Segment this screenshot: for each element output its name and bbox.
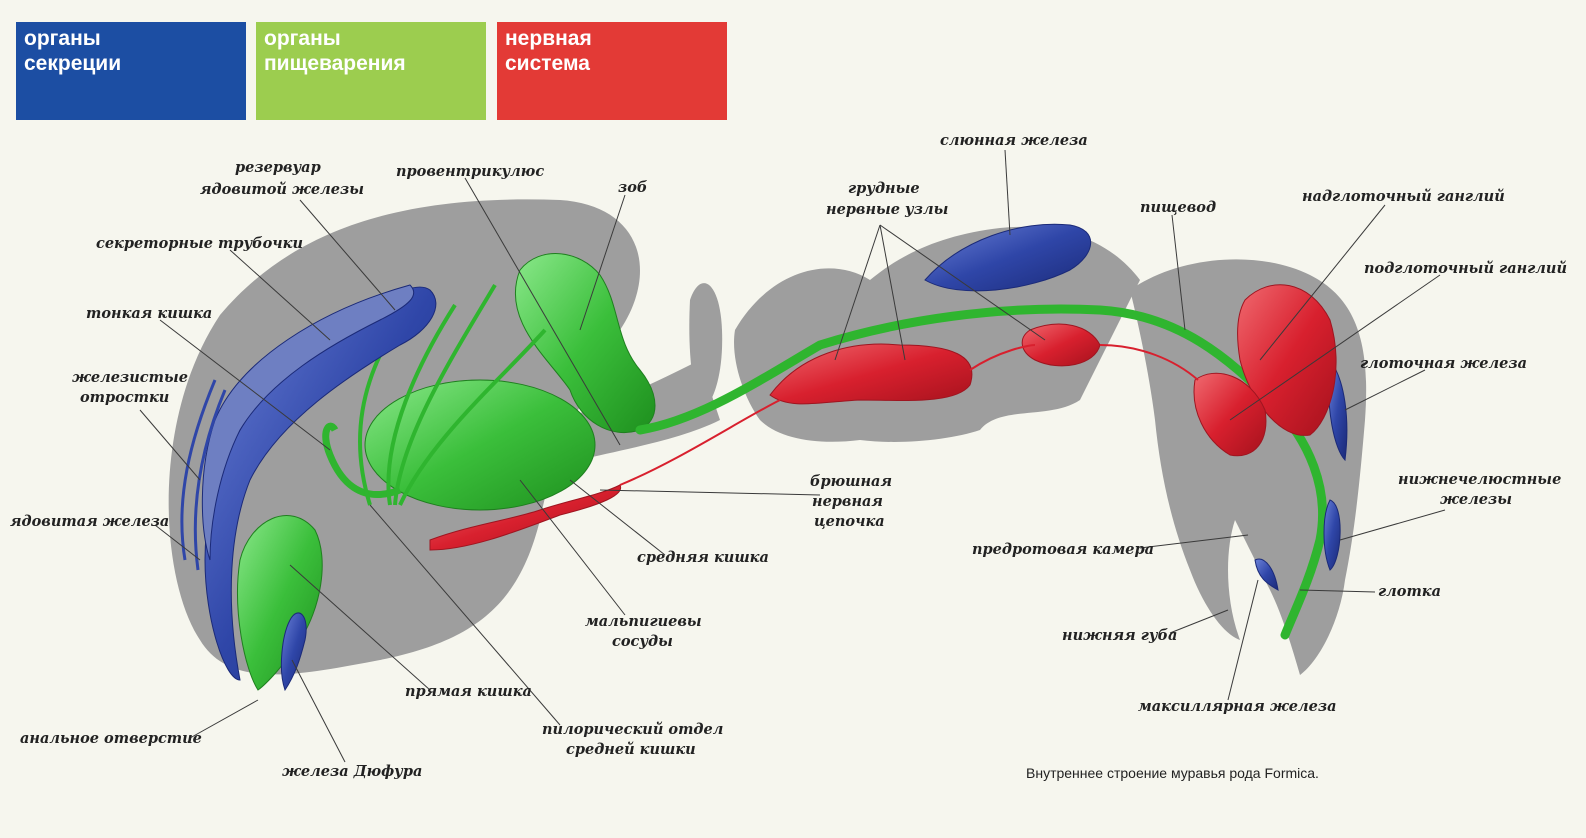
label-venom-reservoir-2: ядовитой железы xyxy=(200,181,364,198)
label-pyloric-1: пилорический отдел xyxy=(542,721,723,738)
label-mandibular-2: железы xyxy=(1440,491,1512,508)
nervous-system xyxy=(429,284,1337,551)
leader-thoracic-c xyxy=(879,224,1046,341)
legend-digestion-line1: органы xyxy=(264,27,341,50)
malpighian-tubule-1 xyxy=(386,303,457,506)
label-preoral-chamber: предротовая камера xyxy=(972,541,1154,558)
legend-secretion-line2: секреции xyxy=(24,52,122,75)
leader-proventriculus xyxy=(464,177,621,446)
malpighian-tubule-3 xyxy=(398,328,547,506)
leader-malpighian xyxy=(519,479,626,616)
subesophageal-lower-shape xyxy=(1193,372,1267,457)
label-ventral-cord-2: нервная xyxy=(812,493,883,510)
label-rectum: прямая кишка xyxy=(405,683,532,700)
label-venom-reservoir-1: резервуар xyxy=(235,159,321,176)
leader-small-intestine xyxy=(159,319,331,451)
legend-secretion-line1: органы xyxy=(24,27,101,50)
esophagus-tube xyxy=(635,304,1328,640)
body-silhouette xyxy=(168,199,1367,675)
leader-salivary xyxy=(1004,149,1011,236)
legend-secretion: органы секреции xyxy=(16,22,246,120)
legend-digestion-line2: пищеварения xyxy=(264,52,406,75)
secretion-organs xyxy=(180,223,1348,692)
crop-shape xyxy=(514,253,656,434)
digestive-system xyxy=(237,253,1328,691)
leader-pharyngeal xyxy=(1344,369,1426,411)
hindgut-tube xyxy=(322,422,402,498)
legend-nervous: нервная система xyxy=(497,22,727,120)
label-ventral-cord-1: брюшная xyxy=(810,473,892,490)
thoracic-ganglia-shape xyxy=(769,343,973,405)
leader-mandibular xyxy=(1339,509,1446,541)
label-glandular-processes-2: отростки xyxy=(80,389,169,406)
label-ventral-cord-3: цепочка xyxy=(814,513,885,530)
label-crop: зоб xyxy=(618,179,648,196)
leader-venom-reservoir xyxy=(299,199,396,311)
leader-preoral xyxy=(1139,534,1249,549)
label-supraesophageal: надглоточный ганглий xyxy=(1302,188,1505,205)
label-pharyngeal-gland: глоточная железа xyxy=(1360,355,1527,372)
label-pharynx: глотка xyxy=(1378,583,1441,600)
label-dufour-gland: железа Дюфура xyxy=(282,763,422,780)
malpighian-tubule-2 xyxy=(393,283,497,506)
label-esophagus: пищевод xyxy=(1140,199,1216,216)
label-glandular-processes-1: железистые xyxy=(72,369,188,386)
label-lower-lip: нижняя губа xyxy=(1062,627,1177,644)
nerve-cord-line xyxy=(619,344,1199,486)
leader-supraesophageal xyxy=(1259,204,1386,361)
leader-dufour xyxy=(291,659,346,763)
leader-esophagus xyxy=(1171,214,1186,331)
leader-pyloric xyxy=(369,504,561,726)
leader-pharynx xyxy=(1299,589,1376,593)
leader-subesophageal xyxy=(1229,274,1441,421)
leader-maxillary xyxy=(1227,579,1259,701)
leader-venom-gland xyxy=(154,524,201,561)
label-maxillary-gland: максиллярная железа xyxy=(1138,698,1336,715)
label-thoracic-ganglia-2: нервные узлы xyxy=(826,201,948,218)
secretory-tubules-shape xyxy=(201,284,415,561)
legend-nervous-line1: нервная xyxy=(505,27,592,50)
leader-anus xyxy=(189,699,259,739)
maxillary-gland-shape xyxy=(1254,558,1279,591)
leader-secretory-tubules xyxy=(229,249,331,341)
leader-thoracic-a xyxy=(834,224,881,361)
leader-ventral-cord xyxy=(599,489,821,496)
salivary-gland-shape xyxy=(924,223,1092,292)
petiole-node xyxy=(689,283,723,410)
legend-digestion: органы пищеварения xyxy=(256,22,486,120)
label-venom-gland: ядовитая железа xyxy=(10,513,169,530)
legend-nervous-line2: система xyxy=(505,52,590,75)
labels: резервуар ядовитой железы секреторные тр… xyxy=(10,132,1567,780)
leader-lines xyxy=(139,149,1446,763)
label-anus: анальное отверстие xyxy=(20,730,202,747)
label-secretory-tubules: секреторные трубочки xyxy=(96,235,303,252)
label-malpighian-2: сосуды xyxy=(612,633,673,650)
label-thoracic-ganglia-1: грудные xyxy=(848,180,920,197)
dufour-gland-shape xyxy=(280,612,307,692)
leader-thoracic-b xyxy=(879,224,906,361)
label-small-intestine: тонкая кишка xyxy=(86,305,212,322)
leader-lower-lip xyxy=(1169,609,1229,634)
leader-midgut xyxy=(569,479,666,556)
label-pyloric-2: средней кишки xyxy=(566,741,696,758)
leader-rectum xyxy=(289,564,431,691)
label-proventriculus: провентрикулюс xyxy=(396,163,544,180)
label-subesophageal: подглоточный ганглий xyxy=(1364,260,1567,277)
leader-glandular-processes xyxy=(139,409,201,481)
leader-crop xyxy=(579,194,626,331)
label-midgut: средняя кишка xyxy=(637,549,769,566)
mandibular-glands-shape xyxy=(1323,499,1341,571)
figure-caption: Внутреннее строение муравья рода Formica… xyxy=(1026,765,1319,781)
glandular-processes-shape xyxy=(180,379,227,571)
label-salivary-gland: слюнная железа xyxy=(940,132,1088,149)
label-malpighian-1: мальпигиевы xyxy=(585,613,702,630)
label-mandibular-1: нижнечелюстные xyxy=(1398,471,1561,488)
